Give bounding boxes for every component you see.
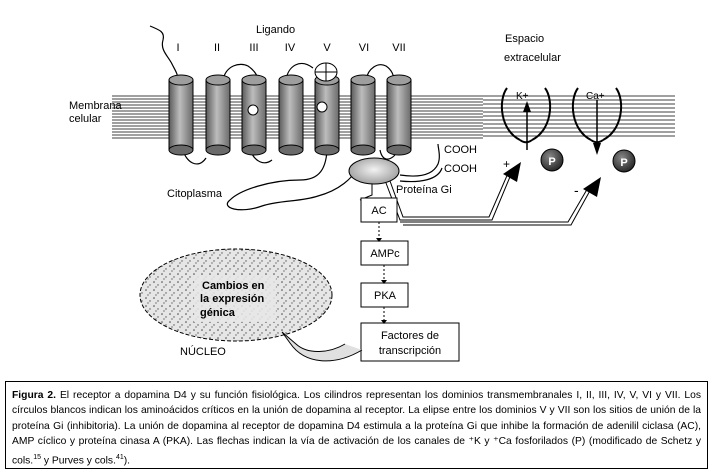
domain-label-vi: VI xyxy=(359,42,369,54)
extracellular-label-line2: extracelular xyxy=(504,52,561,64)
tm-cylinder-vii xyxy=(386,74,412,156)
ac-box xyxy=(360,197,398,223)
figure-caption: Figura 2. El receptor a dopamina D4 y su… xyxy=(5,381,708,469)
nucleus-text-line1: Cambios en xyxy=(202,280,265,292)
factors-label-line1: Factores de xyxy=(381,330,439,342)
ligand-label: Ligando xyxy=(256,24,295,36)
caption-body: El receptor a dopamina D4 y su función f… xyxy=(12,390,701,467)
cascade-arrowheads xyxy=(376,238,387,324)
caption-title: Figura 2. xyxy=(12,390,56,401)
pka-label: PKA xyxy=(374,290,397,302)
ampc-box xyxy=(360,240,409,266)
tm-cylinder-v xyxy=(314,74,340,156)
ligand-symbol xyxy=(314,62,338,82)
domain-label-iii: III xyxy=(249,42,258,54)
factors-label-line2: transcripción xyxy=(379,345,441,357)
tm-cylinder-i xyxy=(168,74,194,156)
arrowhead-to-ca xyxy=(583,177,601,197)
tm-cylinder-iv xyxy=(278,74,304,156)
cascade-connectors xyxy=(378,222,385,322)
tm-cylinder-vi xyxy=(350,74,376,156)
gi-to-channels-arrows xyxy=(385,170,593,226)
caption-mid: y Purves y cols. xyxy=(40,455,116,467)
caption-end: ). xyxy=(123,455,131,467)
cytoplasm-label: Citoplasma xyxy=(167,188,223,200)
arrowhead-to-k xyxy=(503,162,521,182)
cooh-label-1: COOH xyxy=(444,144,477,156)
receptor-diagram: Ligando I II III IV V VI VII Espacio ext… xyxy=(69,24,675,362)
membrane-label-line1: Membrana xyxy=(69,100,122,112)
ca-channel-label: Ca+ xyxy=(586,91,605,102)
domain-label-iv: IV xyxy=(285,42,296,54)
ac-label: AC xyxy=(371,205,386,217)
gi-protein-ellipse xyxy=(348,157,400,185)
phosphate-ca-circle xyxy=(612,149,636,173)
cooh-label-2: COOH xyxy=(444,163,477,175)
domain-label-vii: VII xyxy=(392,42,405,54)
ca-ion-arrowhead xyxy=(593,143,601,155)
phosphate-ca-label: P xyxy=(620,157,627,169)
gi-protein-label: Proteína Gi xyxy=(396,184,452,196)
minus-sign: - xyxy=(574,182,579,198)
factors-box xyxy=(360,322,460,362)
phosphate-k-label: P xyxy=(548,156,555,168)
nucleus-label: NÚCLEO xyxy=(180,345,226,358)
plus-sign: + xyxy=(503,157,510,171)
tm-cylinder-iii xyxy=(241,74,267,156)
caption-ref-2: 41 xyxy=(115,453,124,461)
domain-label-v: V xyxy=(323,42,331,54)
factors-to-nucleus-arrow xyxy=(281,331,363,362)
k-channel xyxy=(500,87,552,144)
phosphate-k-circle xyxy=(540,148,564,172)
nucleus-text-line3: génica xyxy=(200,307,236,319)
k-ion-arrowhead xyxy=(523,101,531,112)
domain-label-ii: II xyxy=(214,42,220,54)
nucleus-text-backdrop xyxy=(194,276,276,322)
domain-label-i: I xyxy=(176,42,179,54)
nucleus-text-line2: la expresión xyxy=(200,293,264,305)
extracellular-label-line1: Espacio xyxy=(505,33,544,45)
domain-labels: I II III IV V VI VII xyxy=(176,42,405,54)
tm-cylinder-ii xyxy=(205,74,231,156)
k-channel-label: K+ xyxy=(516,91,529,102)
ampc-label: AMPc xyxy=(370,248,400,260)
caption-ref-1: 15 xyxy=(33,453,41,461)
membrane-label-line2: celular xyxy=(69,113,102,125)
